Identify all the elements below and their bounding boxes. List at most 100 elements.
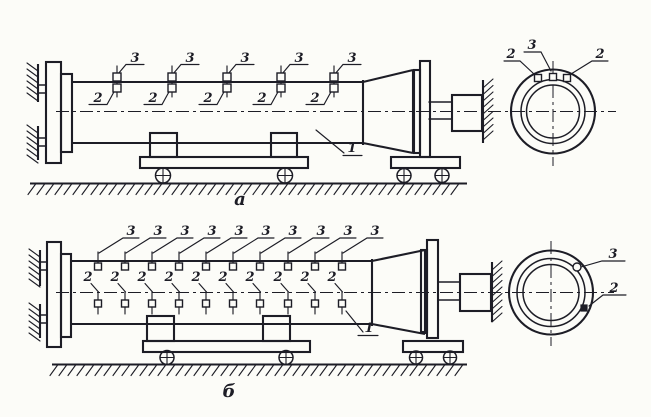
leader-line [171,282,181,293]
axis-sensor-square [228,299,238,308]
callout-2-label: 2 [272,270,282,285]
drum-shell-a [72,80,363,145]
axis-sensor-square [147,299,157,308]
callout-3-label: 3 [288,224,297,239]
callout-3-label: 3 [347,51,356,66]
sensor-station: 32 [244,224,302,315]
leader-line [143,89,171,106]
axis-sensor-square [120,299,130,308]
callout-2-label: 2 [109,270,119,285]
end-view-a-label-left: 2 [505,47,515,62]
leader-line [152,237,194,254]
axis-sensor-square [174,299,184,308]
shell-sensor-square [310,262,320,271]
leader-line [305,89,333,106]
shell-sensor-square [337,262,347,271]
sensor-station: 32 [252,51,309,106]
roller-wheel [434,167,450,184]
trolley-platform [389,155,462,170]
leader-line [307,282,317,293]
callout-3-label: 3 [185,51,194,66]
shell-sensor-square [167,83,177,93]
carriage-platform [141,339,312,354]
axis-sensor-square [329,72,339,82]
leader-line [233,237,275,254]
wall-hatch [491,260,503,323]
leader-line [280,282,290,293]
callout-2-label: 2 [202,91,212,106]
shell-sensor-square [548,72,558,82]
sensor-station: 32 [136,224,194,315]
ground-hatch [27,182,460,196]
shell-sensor-square [112,83,122,93]
sensor-station: 32 [299,224,357,315]
sensor-station: 32 [143,51,200,106]
leader-line [117,63,145,75]
anchor-hatch [28,302,41,342]
sensor-station: 32 [326,224,384,315]
pedestal [145,314,176,343]
sensor-station: 32 [109,224,167,315]
axis-sensor-square [255,299,265,308]
leader-line [342,237,384,254]
leader-line [117,282,127,293]
wall-hatch [482,78,494,141]
callout-1-label: 1 [364,321,373,336]
end-view-a-label-right: 2 [594,47,604,62]
caption-b: б [223,381,236,402]
callout-2-label: 2 [299,270,309,285]
shell-sensor-square [228,262,238,271]
leader-line [334,63,362,75]
pedestal [269,131,299,159]
frame-trolley-a [389,155,462,184]
shell-sensor-square [93,262,103,271]
anchor-hatch [26,124,39,164]
callout-2-label: 2 [244,270,254,285]
shell-sensor-square [201,262,211,271]
axis-sensor-circle [572,262,582,272]
callout-3-label: 3 [234,224,243,239]
callout-2-label: 2 [217,270,227,285]
body-callout-a: 1 [315,129,363,157]
shell-sensor-square [329,83,339,93]
shell-sensor-square [222,83,232,93]
trolley-platform [401,339,465,354]
end-view-b: 3 2 [507,241,627,346]
leader-line [225,282,235,293]
leader-line [198,89,226,106]
sensor-station: 32 [163,224,221,315]
axis-sensor-square [276,72,286,82]
thrust-block-a [450,93,484,133]
wall-anchor-b-top [28,248,48,288]
wall-anchor-b-bottom [28,302,48,342]
roller-wheel [154,167,172,184]
callout-3-label: 3 [294,51,303,66]
roller-wheel [159,349,175,366]
roller-wheel [278,349,294,366]
callout-3-label: 3 [343,224,352,239]
expansion-cone-a [361,68,415,155]
leader-line [98,237,140,254]
leader-line [88,89,116,106]
callout-2-label: 2 [136,270,146,285]
expansion-cone-b [370,248,427,336]
callout-2-label: 2 [256,91,266,106]
support-frame-b [419,238,440,340]
sensor-station: 32 [190,224,248,315]
callout-3-label: 3 [126,224,135,239]
wall-anchor-a-bottom [26,124,47,164]
roller-wheel [276,167,294,184]
callout-2-label: 2 [82,270,92,285]
shell-sensor-square [562,73,572,83]
leader-line [315,237,357,254]
callout-2-label: 2 [147,91,157,106]
leader-line [288,237,330,254]
leader-line [179,237,221,254]
leader-line [252,282,262,293]
callout-2-label: 2 [92,91,102,106]
leader-line [125,237,167,254]
